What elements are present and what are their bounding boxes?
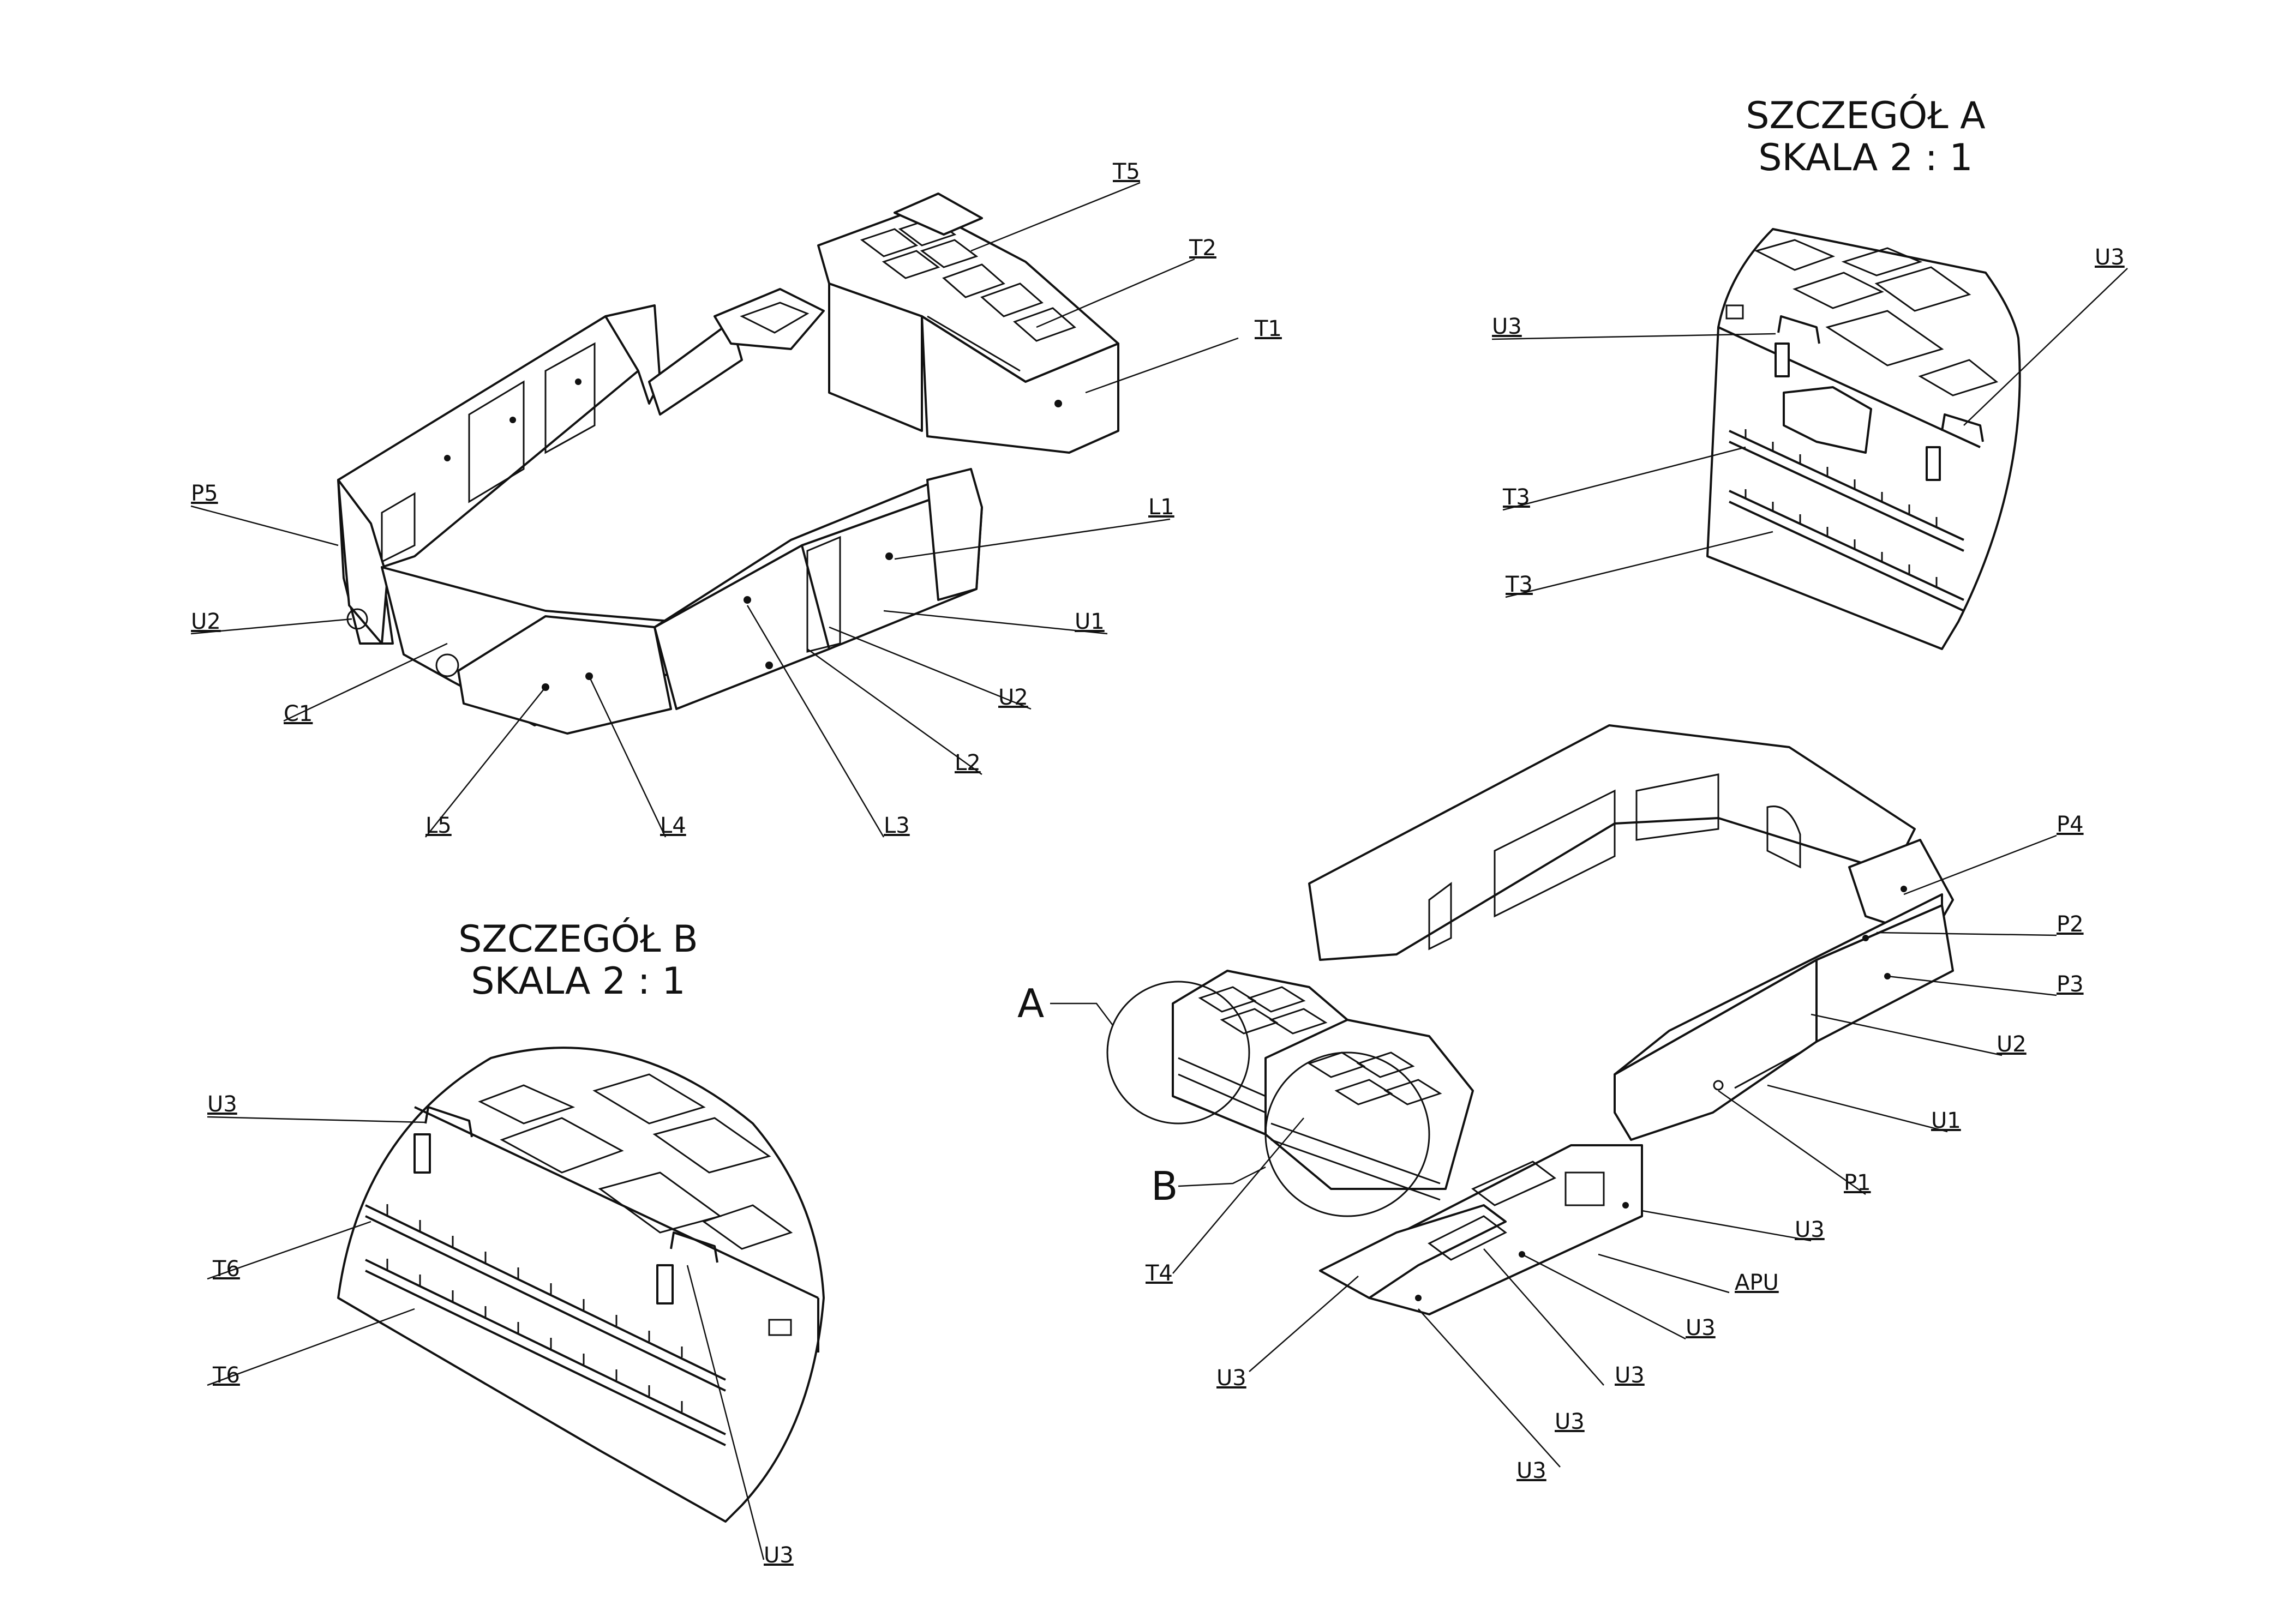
assembly-view-2 — [1106, 724, 1954, 1315]
detail-marker-a: A — [1017, 981, 1044, 1026]
battery-box-side — [828, 282, 923, 432]
assembly-view-1 — [337, 193, 1119, 735]
callout-u3-e: U3 — [1555, 1409, 1585, 1434]
view-2-labels: A B P4 P2 P3 U2 U1 P1 U3 APU U3 U3 T4 U3… — [1017, 812, 2084, 1483]
detail-a-title: SZCZEGÓŁ A — [1746, 94, 1985, 137]
front-beam-top — [1614, 893, 1943, 1075]
callout-u1: U1 — [1931, 1108, 1961, 1133]
rail-t3-lower — [1729, 490, 1964, 601]
callout-u3-a: U3 — [1795, 1217, 1825, 1242]
callout-u2-right: U2 — [998, 685, 1028, 710]
rail-t3-upper — [1729, 430, 1964, 541]
callout-l5: L5 — [425, 813, 452, 838]
connector-block — [1783, 386, 1872, 454]
view-1-leaders — [190, 182, 1239, 838]
callout-u2-left: U2 — [191, 609, 221, 634]
detail-a: SZCZEGÓŁ A SKALA 2 : 1 U3 U3 — [1491, 94, 2128, 650]
detail-b-callout-u3-top: U3 — [207, 1092, 237, 1117]
detail-b-boundary — [337, 1047, 825, 1523]
callout-l3: L3 — [884, 813, 910, 838]
callout-p4: P4 — [2057, 812, 2084, 837]
callout-u3-b: U3 — [1686, 1315, 1716, 1341]
view-2-leaders — [1050, 834, 2057, 1468]
battery-box-b — [1264, 1019, 1474, 1190]
detail-b-callout-t6-upper: T6 — [212, 1257, 240, 1282]
detail-a-callout-t3-lower: T3 — [1505, 572, 1533, 597]
rail-t6-lower — [365, 1259, 726, 1435]
left-end-cap — [337, 479, 388, 645]
callout-l1: L1 — [1148, 495, 1174, 520]
handle-left — [424, 1106, 473, 1138]
callout-u3-d: U3 — [1216, 1366, 1246, 1391]
detail-a-callout-u3-right: U3 — [2095, 245, 2125, 270]
handle-right — [670, 1231, 718, 1263]
detail-b: SZCZEGÓŁ B SKALA 2 : 1 U3 T6 T6 U3 — [207, 917, 825, 1568]
connector-module — [894, 193, 983, 236]
detail-b-scale: SKALA 2 : 1 — [471, 960, 685, 1003]
detail-b-title: SZCZEGÓŁ B — [458, 917, 698, 961]
detail-a-callout-t3-upper: T3 — [1502, 485, 1530, 510]
detail-a-scale: SKALA 2 : 1 — [1758, 136, 1973, 179]
callout-u1: U1 — [1075, 609, 1105, 634]
callout-p5: P5 — [191, 481, 218, 506]
back-beam — [1308, 724, 1916, 961]
view-1-labels: T5 T2 T1 P5 L1 U2 U1 U2 C1 L2 L5 L4 L3 — [191, 159, 1282, 838]
callout-u3-f: U3 — [1516, 1458, 1546, 1483]
detail-a-callout-u3-left: U3 — [1492, 314, 1522, 339]
callout-apu: APU — [1735, 1270, 1779, 1295]
detail-b-callout-t6-lower: T6 — [212, 1363, 240, 1388]
detail-circle-b — [1264, 1051, 1430, 1217]
detail-marker-b: B — [1151, 1163, 1178, 1209]
battery-box-front — [921, 315, 1119, 454]
handle-left — [1777, 315, 1820, 344]
rail-t6-upper — [365, 1204, 726, 1381]
callout-p2: P2 — [2057, 912, 2084, 937]
callout-l4: L4 — [660, 813, 686, 838]
callout-t2: T2 — [1189, 236, 1216, 261]
callout-l2: L2 — [955, 750, 981, 776]
callout-p3: P3 — [2057, 972, 2084, 997]
callout-t5: T5 — [1112, 159, 1140, 184]
handle-right — [1941, 413, 1984, 442]
detail-b-callout-u3-bottom: U3 — [764, 1543, 794, 1568]
detail-circle-a — [1106, 981, 1250, 1125]
callout-t4: T4 — [1145, 1261, 1173, 1286]
callout-c1: C1 — [284, 701, 313, 726]
rear-bracket — [648, 321, 743, 416]
front-plate-l5 — [457, 615, 672, 735]
left-beam-top — [337, 315, 650, 568]
battery-tray-t5 — [714, 288, 825, 350]
callout-u3-c: U3 — [1615, 1363, 1645, 1388]
l1-end-plate — [926, 468, 983, 601]
detail-a-boundary — [1706, 228, 2021, 650]
callout-t1: T1 — [1254, 316, 1282, 341]
callout-p1: P1 — [1844, 1170, 1871, 1195]
callout-u2: U2 — [1997, 1032, 2027, 1057]
